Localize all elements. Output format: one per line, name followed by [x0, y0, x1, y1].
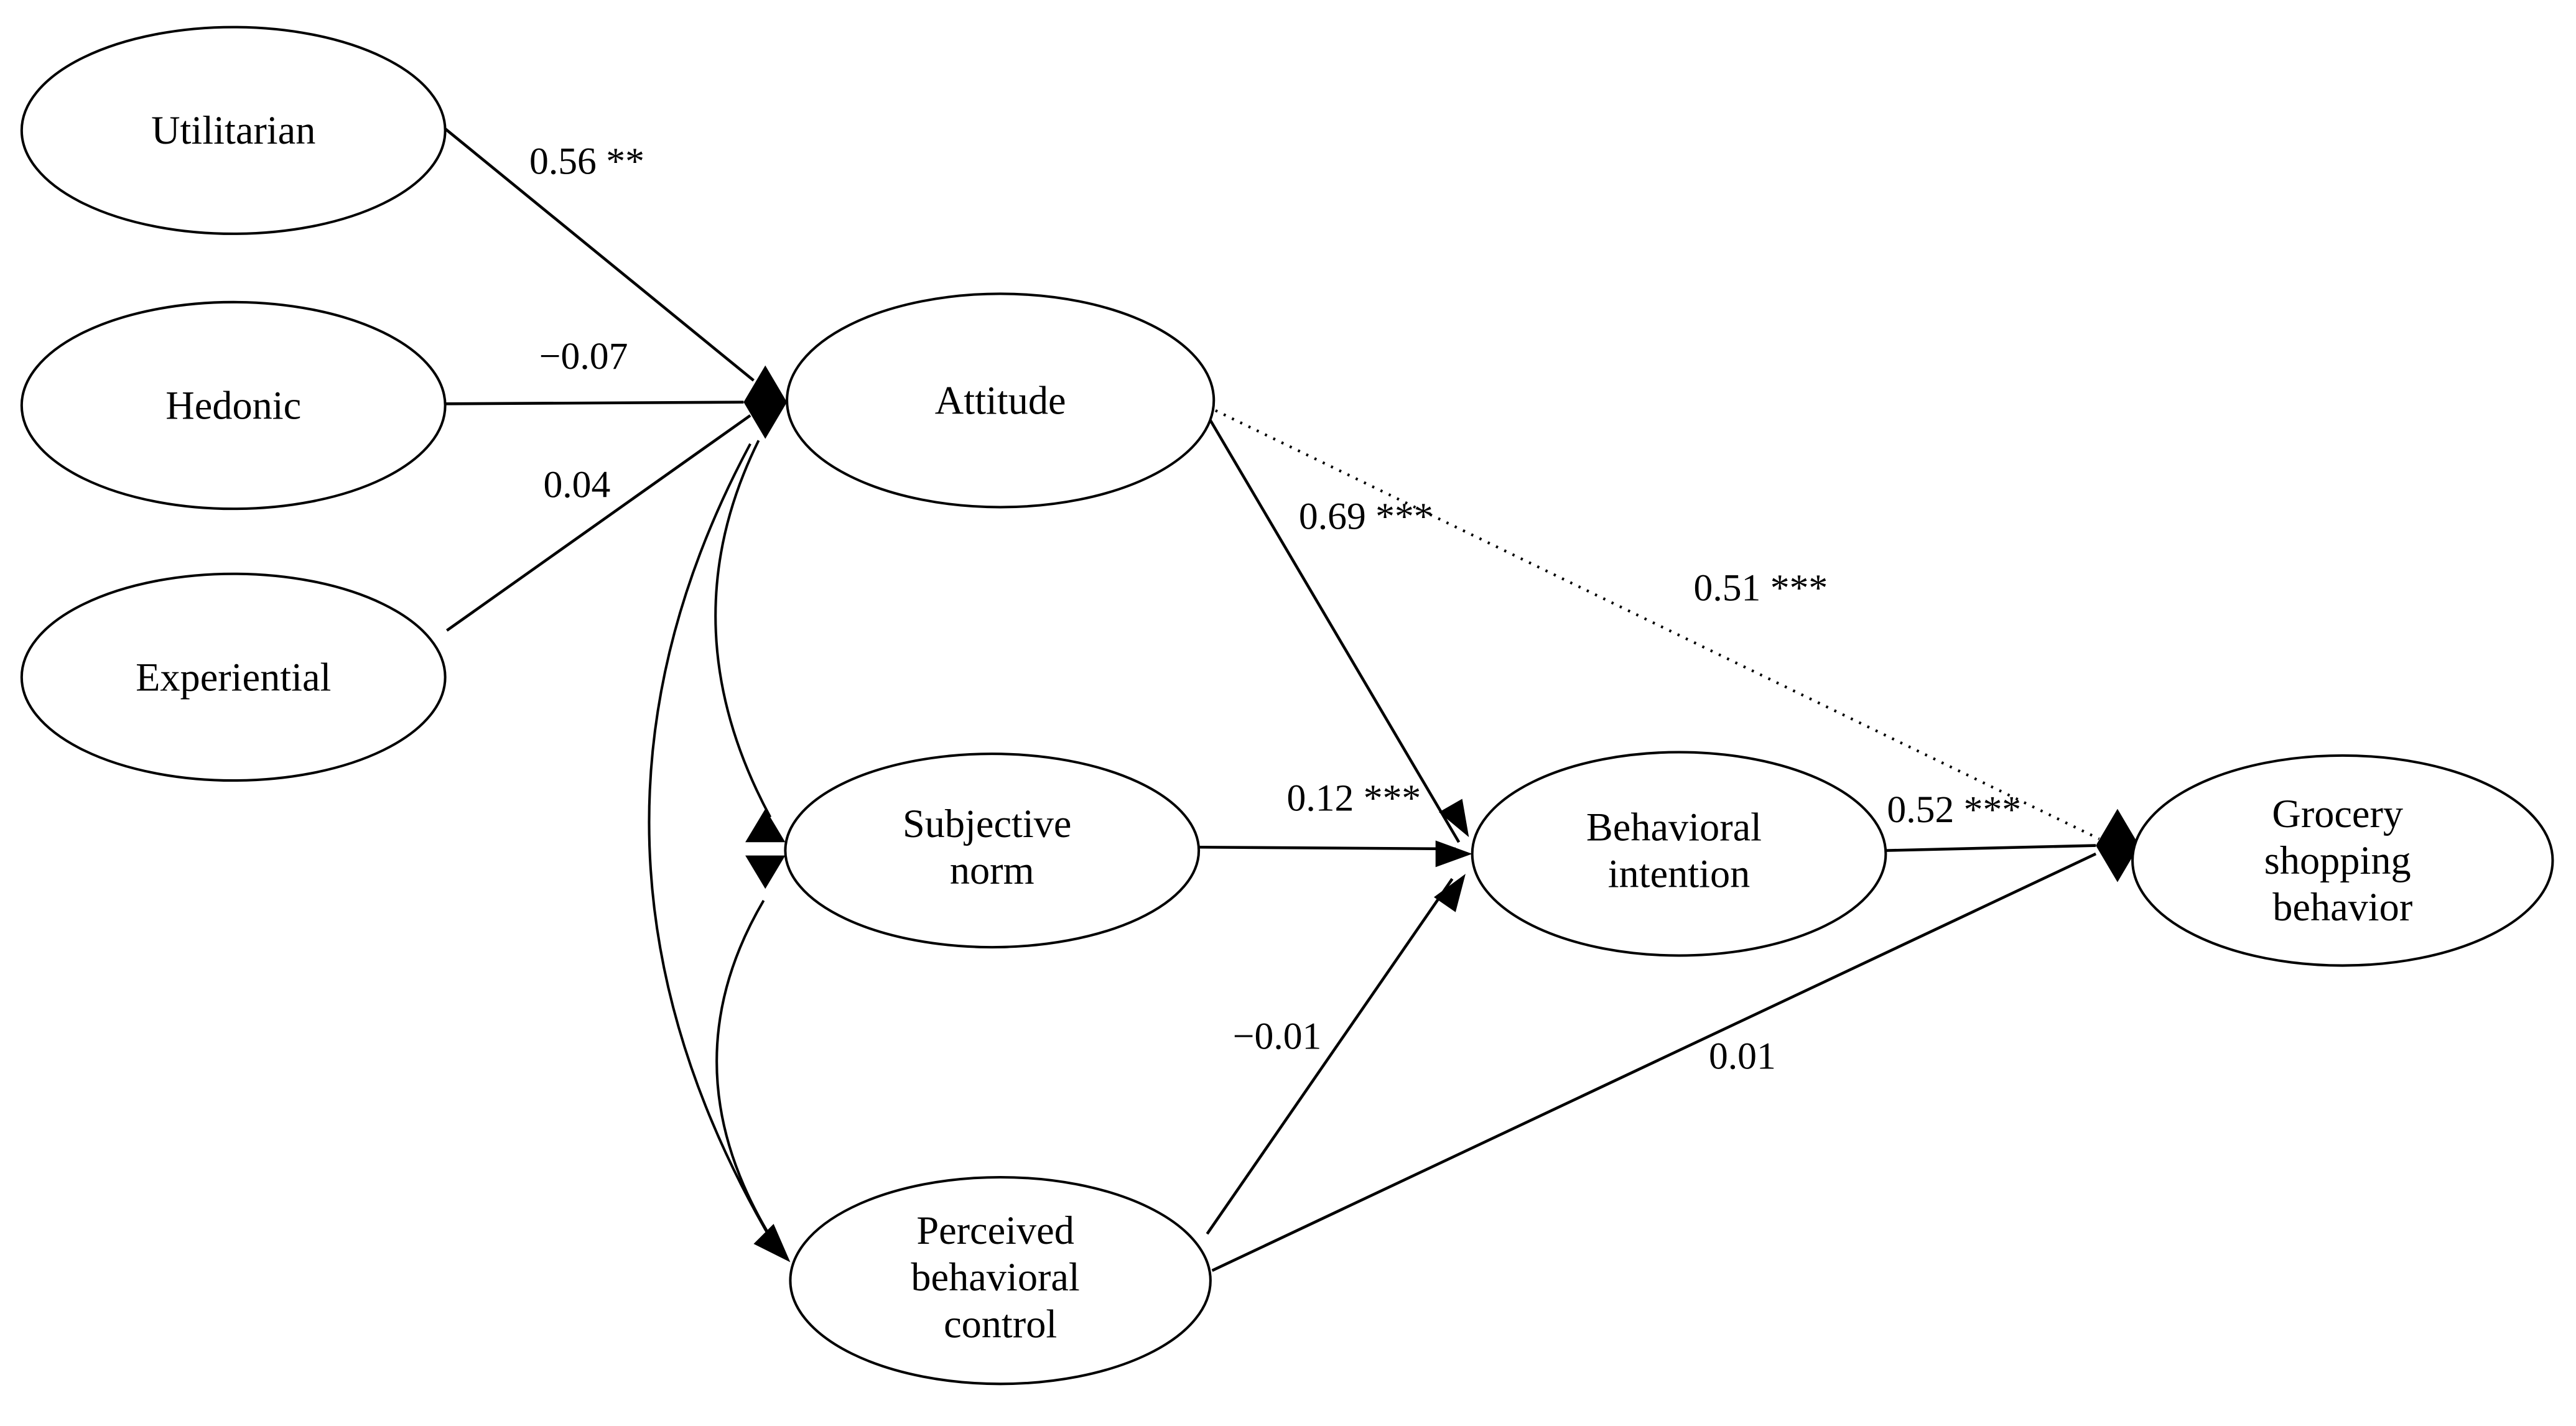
node-utilitarian: Utilitarian [20, 25, 447, 235]
hedonic-ellipse [20, 300, 447, 511]
arrowhead-subjective-norm-upper-icon [745, 808, 786, 843]
utilitarian-ellipse [20, 25, 447, 235]
behavioral-intention-label: Behavioral intention [1586, 805, 1772, 896]
coefficient-behavioral-intention-grocery: 0.52 *** [1887, 789, 2021, 831]
node-hedonic: Hedonic [20, 300, 447, 511]
experiential-label: Experiential [136, 655, 331, 699]
coefficient-utilitarian-attitude: 0.56 ** [529, 140, 644, 182]
coefficient-attitude-behavioral-intention: 0.69 *** [1299, 495, 1433, 537]
subjective-norm-ellipse [784, 752, 1201, 949]
node-subjective-norm: Subjective norm [784, 752, 1201, 949]
pbc-ellipse [789, 1175, 1212, 1386]
coefficient-subjective-norm-behavioral-intention: 0.12 *** [1287, 777, 1421, 819]
edge-pbc-to-behavioral-intention [1206, 877, 1454, 1235]
attitude-ellipse [786, 292, 1216, 509]
grocery-shopping-behavior-label: Grocery shopping behavior [2264, 792, 2421, 929]
coefficient-attitude-grocery: 0.51 *** [1694, 567, 1828, 609]
arrowhead-cluster-attitude-icon [743, 365, 788, 439]
edge-pbc-to-grocery-shopping-behavior [1211, 852, 2097, 1272]
pbc-label: Perceived behavioral control [911, 1208, 1089, 1346]
attitude-label: Attitude [935, 378, 1066, 422]
node-attitude: Attitude [786, 292, 1216, 509]
coefficient-pbc-grocery: 0.01 [1709, 1035, 1776, 1078]
edge-behavioral-intention-to-grocery-shopping-behavior [1886, 844, 2096, 852]
arrowhead-subjective-norm-lower-icon [745, 855, 786, 889]
node-perceived-behavioral-control: Perceived behavioral control [789, 1175, 1212, 1386]
covariance-curve-attitude-subjective-norm [714, 440, 772, 818]
edge-attitude-to-behavioral-intention [1209, 419, 1461, 843]
subjective-norm-label: Subjective norm [903, 802, 1082, 892]
coefficient-experiential-attitude: 0.04 [543, 463, 610, 506]
arrowhead-behavioral-intention-lower-icon [1434, 874, 1466, 912]
edge-utilitarian-to-attitude [444, 127, 755, 382]
edge-experiential-to-attitude [445, 414, 751, 632]
coefficient-pbc-behavioral-intention: −0.01 [1233, 1016, 1322, 1058]
covariance-curve-subjective-norm-pbc [715, 900, 778, 1248]
coefficient-hedonic-attitude: −0.07 [539, 335, 628, 377]
experiential-ellipse [20, 572, 447, 782]
grocery-shopping-behavior-ellipse [2131, 754, 2554, 967]
edge-hedonic-to-attitude [445, 400, 744, 405]
hedonic-label: Hedonic [165, 383, 301, 427]
edge-subjective-norm-to-behavioral-intention [1199, 845, 1456, 851]
arrowhead-behavioral-intention-upper-icon [1439, 799, 1469, 838]
covariance-curve-attitude-pbc [648, 443, 775, 1245]
node-experiential: Experiential [20, 572, 447, 782]
node-grocery-shopping-behavior: Grocery shopping behavior [2131, 754, 2554, 967]
utilitarian-label: Utilitarian [151, 108, 315, 152]
arrowhead-behavioral-intention-mid-icon [1435, 840, 1472, 868]
node-behavioral-intention: Behavioral intention [1471, 751, 1887, 957]
arrowhead-pbc-icon [753, 1223, 791, 1262]
behavioral-intention-ellipse [1471, 751, 1887, 957]
